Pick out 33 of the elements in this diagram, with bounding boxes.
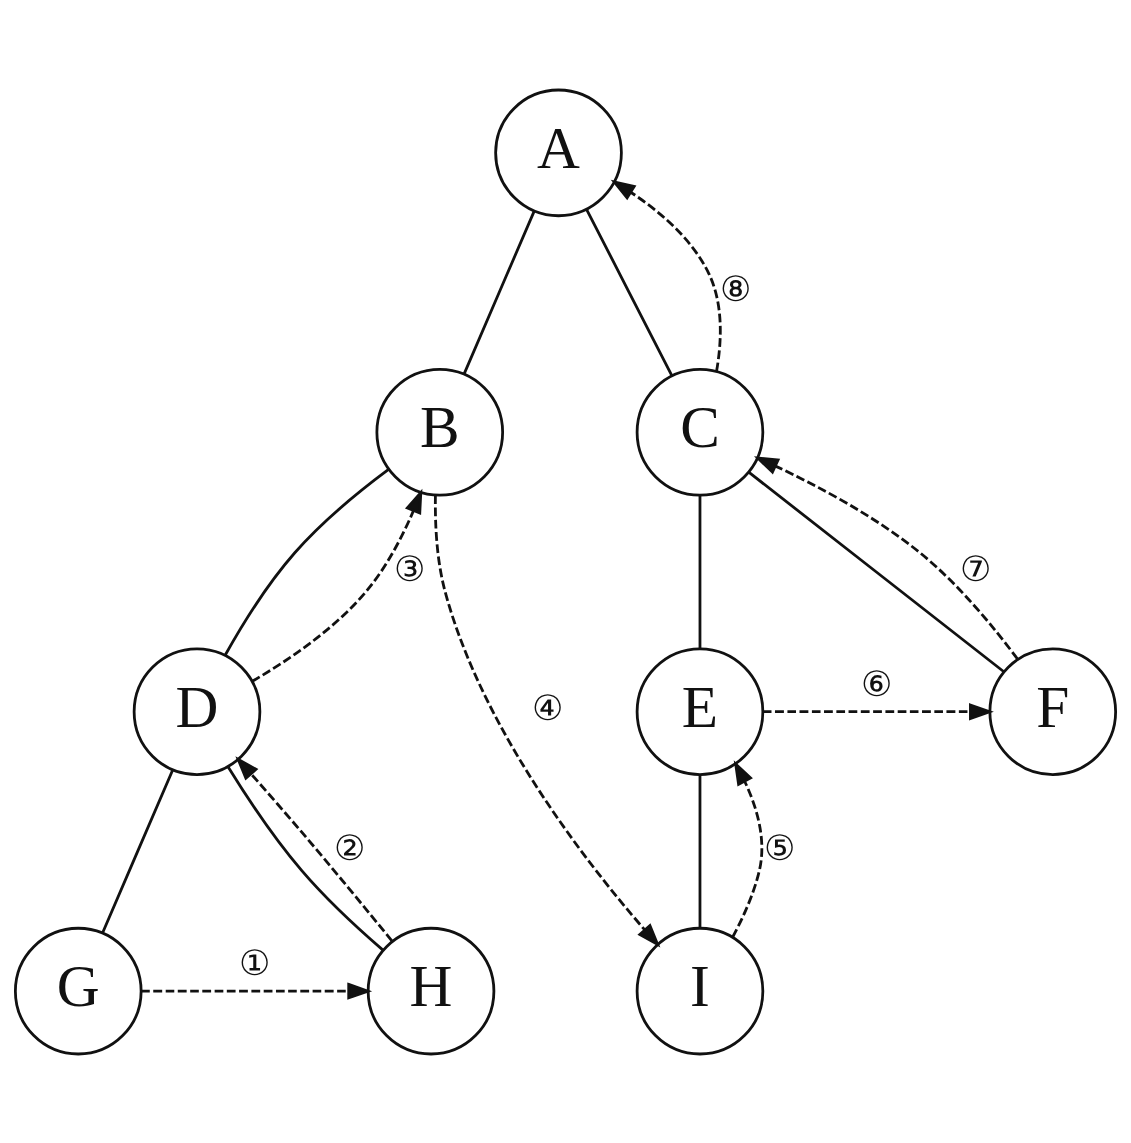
edge-label: ③ bbox=[393, 549, 425, 589]
node-circle: D bbox=[132, 646, 262, 776]
node-circle: B bbox=[375, 367, 505, 497]
connector bbox=[223, 467, 390, 656]
node-circle: G bbox=[13, 926, 143, 1055]
connector bbox=[462, 210, 536, 375]
edge-label: ⑤ bbox=[763, 828, 795, 868]
arrow bbox=[753, 455, 1019, 660]
edge-label: ② bbox=[334, 828, 366, 868]
edge-label: ⑥ bbox=[860, 664, 892, 704]
edge-label: ⑧ bbox=[720, 269, 752, 309]
arrow bbox=[433, 494, 661, 948]
node-circle: A bbox=[494, 88, 623, 217]
connector bbox=[585, 208, 674, 377]
node-circle: E bbox=[635, 646, 765, 776]
arrow bbox=[141, 981, 373, 1000]
arrow bbox=[731, 759, 764, 938]
node-circle: C bbox=[635, 367, 765, 497]
arrow bbox=[235, 755, 393, 942]
arrow bbox=[763, 702, 994, 720]
connector bbox=[698, 774, 702, 928]
arrow bbox=[251, 488, 423, 682]
edge-label: ① bbox=[239, 943, 271, 983]
node-circle: I bbox=[635, 926, 765, 1055]
edge-label: ⑦ bbox=[959, 549, 991, 589]
connector bbox=[101, 768, 174, 934]
arrow bbox=[610, 179, 722, 371]
edge-label: ④ bbox=[531, 688, 563, 728]
node-circle: H bbox=[366, 926, 496, 1055]
connector bbox=[698, 494, 702, 648]
connector bbox=[748, 470, 1005, 673]
connector bbox=[226, 765, 384, 951]
node-circle: F bbox=[988, 646, 1118, 776]
